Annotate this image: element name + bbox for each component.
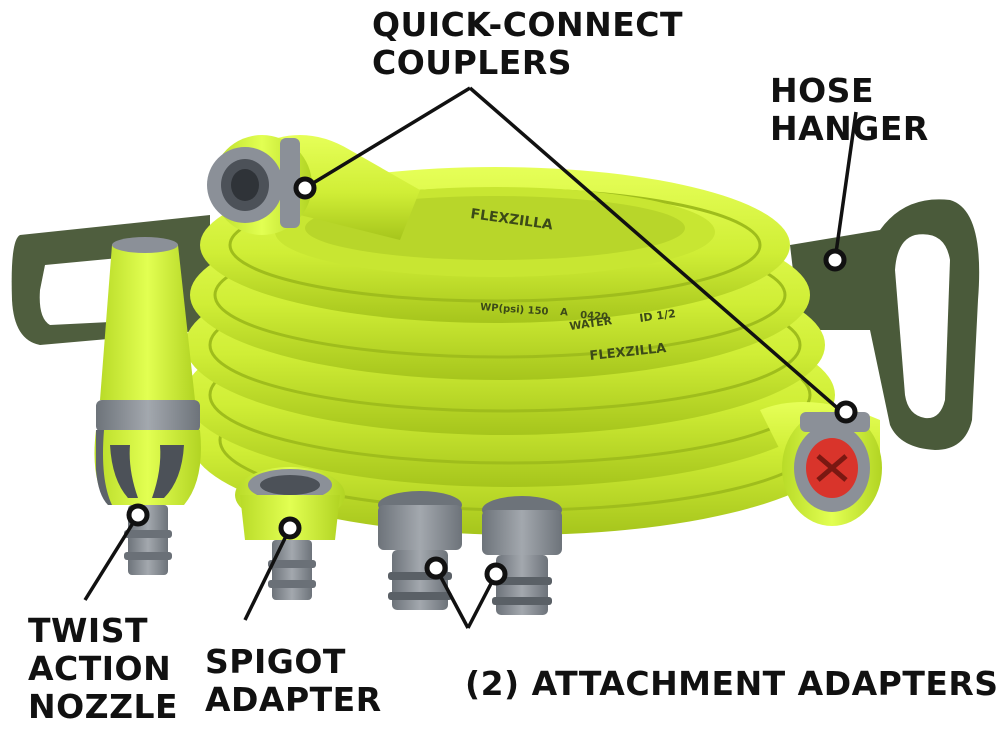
callout-lines: [83, 86, 858, 629]
couplers-line-top: [304, 86, 471, 190]
hose-print-code: 0420: [580, 310, 609, 323]
hose-print-water: WATER: [569, 314, 614, 333]
nozzle-line: [83, 514, 140, 601]
marker-spigot: [278, 516, 302, 540]
label-twist-action-nozzle: TWIST ACTION NOZZLE: [28, 611, 179, 726]
marker-adapter-1: [424, 556, 448, 580]
marker-top-coupler: [293, 176, 317, 200]
marker-nozzle: [126, 503, 150, 527]
hose-print-wp: WP(psi) 150: [480, 302, 549, 318]
spigot-line: [243, 527, 292, 621]
marker-hanger: [823, 248, 847, 272]
label-spigot-adapter: SPIGOT ADAPTER: [205, 642, 382, 719]
callout-markers: [126, 176, 858, 586]
marker-right-coupler: [834, 400, 858, 424]
hose-print-a: A: [560, 307, 569, 319]
hanger-line: [833, 111, 858, 261]
label-attachment-adapters: (2) ATTACHMENT ADAPTERS: [465, 664, 999, 703]
couplers-line-right: [468, 86, 844, 414]
label-quick-connect-couplers: QUICK-CONNECT COUPLERS: [372, 5, 684, 82]
label-hose-hanger: HOSE HANGER: [770, 71, 929, 148]
marker-adapter-2: [484, 562, 508, 586]
attachment-adapter-2: [482, 496, 562, 615]
hose-print-id: ID 1/2: [639, 307, 677, 325]
top-coupler: [207, 135, 420, 240]
attachment-adapter-1: [378, 491, 462, 610]
right-coupler: [760, 402, 882, 526]
twist-action-nozzle: [94, 237, 201, 575]
